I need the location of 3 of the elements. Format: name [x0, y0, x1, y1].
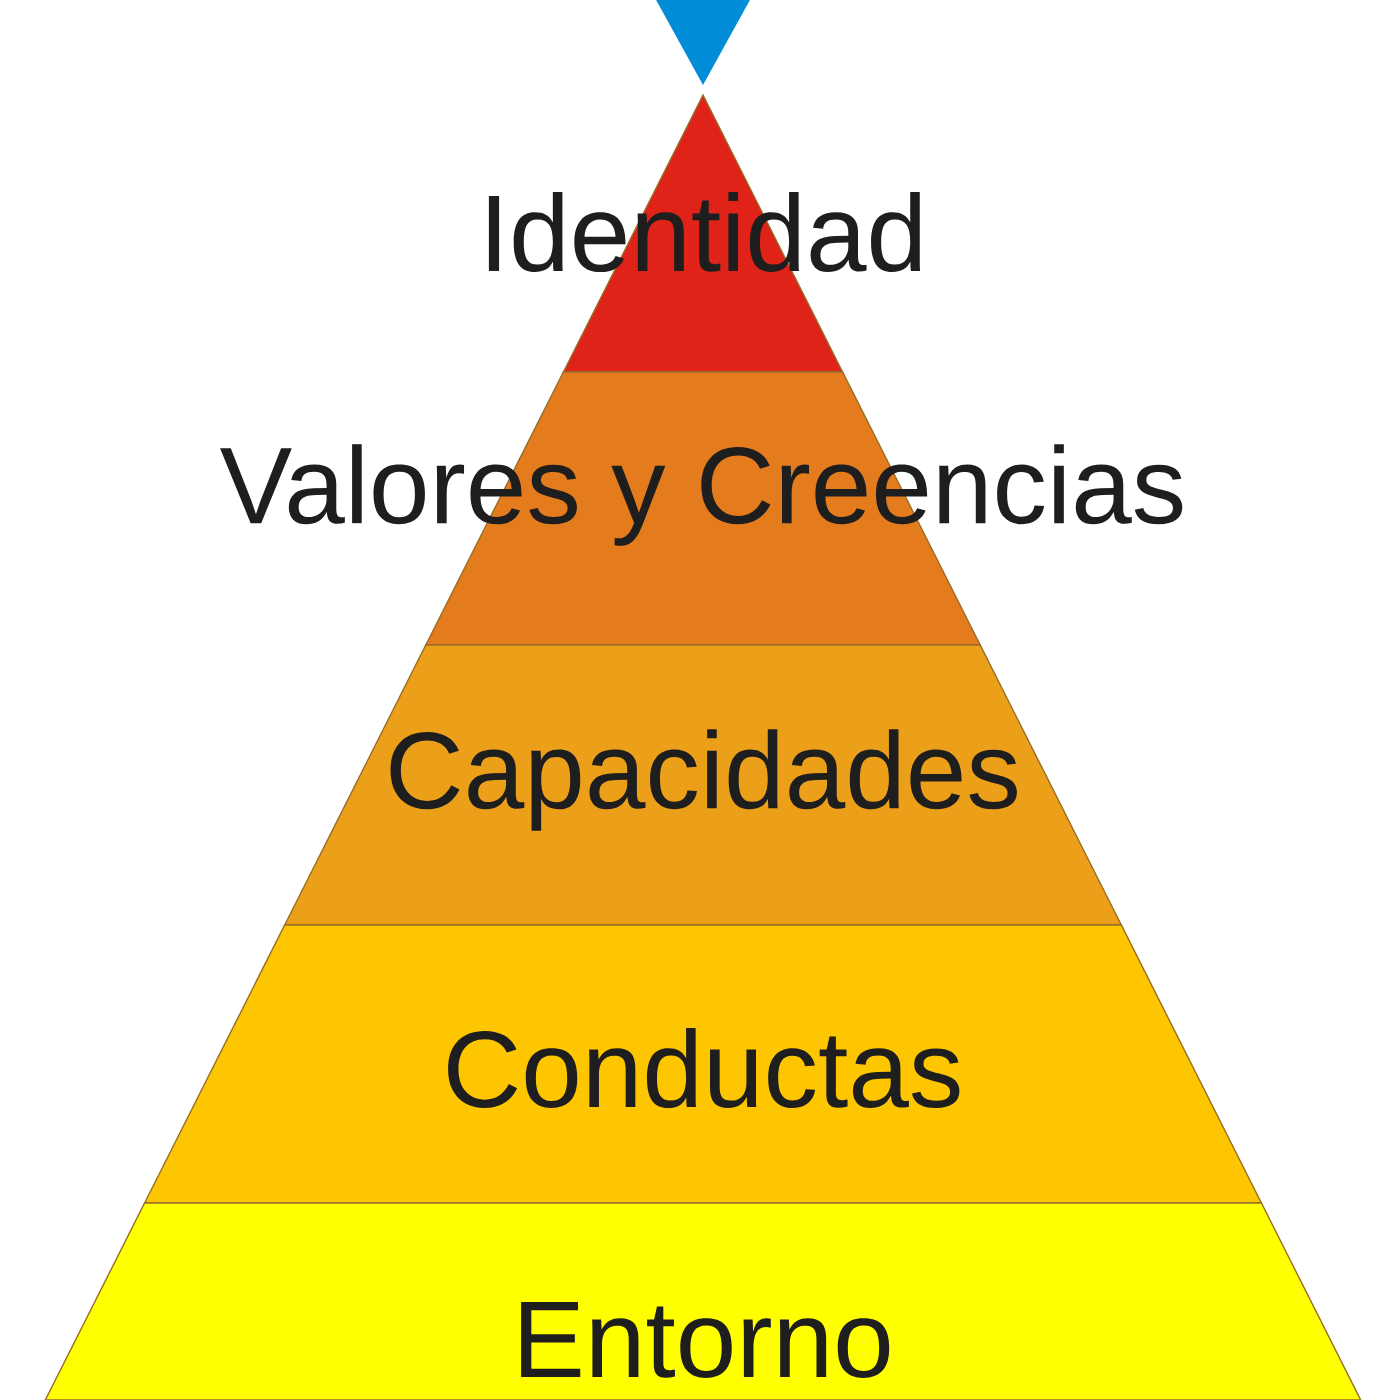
- pyramid-level: Entorno: [44, 1202, 1362, 1400]
- pyramid-level: Conductas: [143, 924, 1263, 1204]
- triangle-marker: [655, 0, 751, 85]
